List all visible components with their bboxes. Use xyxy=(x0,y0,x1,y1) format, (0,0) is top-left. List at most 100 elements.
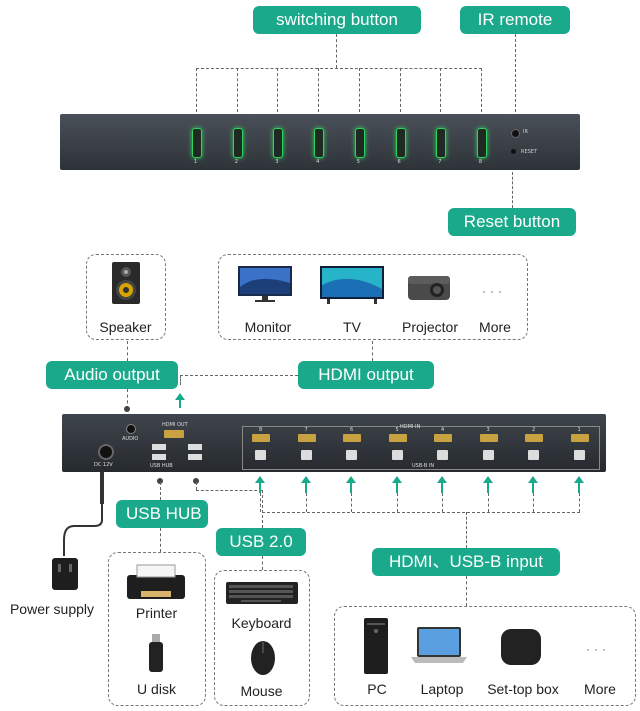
input-arrow-connector xyxy=(351,493,352,512)
reset-hole xyxy=(511,149,516,154)
input-arrow-connector xyxy=(442,493,443,512)
set-top-box-icon xyxy=(501,629,541,665)
more-dots-icon: ··· xyxy=(481,281,505,301)
printer-icon xyxy=(127,564,185,599)
switching-connector-bar xyxy=(196,68,482,69)
switch-button-connector xyxy=(236,68,238,112)
usb-hub-label: USB HUB xyxy=(116,500,208,528)
input-arrow-stem xyxy=(532,483,534,493)
source-devices-box: PC Laptop Set-top box ··· More xyxy=(334,606,636,706)
switch-button-number: 4 xyxy=(316,159,320,165)
switch-button-1[interactable] xyxy=(192,128,202,158)
input-arrow xyxy=(573,476,584,483)
reset-button-label: Reset button xyxy=(448,208,576,236)
speaker-connector xyxy=(127,341,128,361)
u-disk-label: U disk xyxy=(137,681,176,697)
switch-button-5[interactable] xyxy=(354,128,365,158)
switch-button-connector xyxy=(277,68,279,112)
hdmi-out-text: HDMI OUT xyxy=(162,422,188,428)
switch-button-4[interactable] xyxy=(314,128,325,158)
switch-button-number: 8 xyxy=(478,159,483,165)
hdmi-in-port-5 xyxy=(388,434,407,442)
reset-text: RESET xyxy=(521,149,538,155)
display-box: ··· Monitor TV Projector More xyxy=(218,254,528,340)
audio-out-dot xyxy=(124,406,130,412)
input-arrow-connector xyxy=(396,493,398,512)
switching-connector xyxy=(336,34,337,68)
kvm-back-panel: DC 12V AUDIO HDMI OUT USB HUB HDMI IN US… xyxy=(62,414,606,472)
keyboard-label: Keyboard xyxy=(231,615,292,631)
usb-hub-device-box: Printer U disk xyxy=(108,552,206,706)
input-arrows-bar xyxy=(262,512,580,513)
reset-connector xyxy=(512,172,513,208)
switch-button-connector xyxy=(196,68,197,112)
laptop-icon xyxy=(411,627,467,663)
mouse-label: Mouse xyxy=(240,683,283,699)
u-disk-icon xyxy=(149,634,163,672)
usb-b-in-text: USB-B IN xyxy=(412,463,435,469)
switch-button-number: 1 xyxy=(194,159,198,165)
hdmi-in-port-4 xyxy=(434,434,452,442)
input-arrow xyxy=(437,476,447,483)
switch-button-3[interactable] xyxy=(273,128,284,158)
usb20-dot xyxy=(193,478,199,484)
usb-b-in-port-7 xyxy=(300,450,312,460)
back-port-number: 1 xyxy=(577,427,581,433)
hdmi-out-arrow xyxy=(175,393,185,400)
input-arrow-stem xyxy=(259,483,261,493)
switching-button-label: switching button xyxy=(253,6,421,34)
usb-hub-connector xyxy=(160,482,161,500)
more-sources-dots-icon: ··· xyxy=(585,639,609,659)
usb-hub-text: USB HUB xyxy=(150,463,173,469)
usb20-connector xyxy=(196,482,197,490)
audio-output-label: Audio output xyxy=(46,361,178,389)
dc-jack xyxy=(98,444,114,460)
usb-b-in-port-5 xyxy=(391,450,403,460)
hdmi-in-port-3 xyxy=(479,434,498,442)
switch-button-7[interactable] xyxy=(436,128,447,158)
projector-label: Projector xyxy=(401,319,459,335)
power-cable xyxy=(100,472,104,504)
hdmi-output-label: HDMI output xyxy=(298,361,434,389)
hdmi-out-connector-v xyxy=(180,375,181,385)
hdmi-in-port-8 xyxy=(252,434,270,442)
switch-button-2[interactable] xyxy=(232,128,243,158)
input-connector-v2 xyxy=(466,576,467,606)
display-connector xyxy=(372,341,373,361)
audio-jack xyxy=(126,424,136,434)
usb20-device-box: Keyboard Mouse xyxy=(214,570,310,706)
switch-button-8[interactable] xyxy=(476,128,487,158)
switch-button-number: 3 xyxy=(275,159,279,165)
set-top-box-label: Set-top box xyxy=(487,681,559,697)
back-port-number: 6 xyxy=(350,427,354,433)
tv-label: TV xyxy=(343,319,361,335)
tv-icon xyxy=(320,266,384,304)
power-adapter-icon xyxy=(52,558,78,590)
back-port-number: 2 xyxy=(532,427,536,433)
usb-b-in-port-4 xyxy=(437,450,448,460)
ir-connector xyxy=(515,34,516,112)
switch-button-number: 7 xyxy=(438,159,442,165)
ir-sensor xyxy=(511,129,520,138)
monitor-icon xyxy=(238,266,292,302)
monitor-label: Monitor xyxy=(244,319,292,335)
switch-button-connector xyxy=(358,68,360,112)
input-arrow-connector xyxy=(487,493,489,512)
input-arrow-connector xyxy=(533,493,534,512)
usb20-connector-h xyxy=(196,490,262,491)
input-connector-v xyxy=(466,512,467,548)
laptop-label: Laptop xyxy=(420,681,464,697)
pc-icon xyxy=(364,618,388,674)
usb20-connector-2 xyxy=(262,556,263,570)
input-arrow-stem xyxy=(577,483,580,493)
power-cable-line xyxy=(63,504,103,556)
usb-hub-port-2 xyxy=(152,454,166,460)
switch-button-6[interactable] xyxy=(395,128,406,158)
usb-port-4 xyxy=(188,454,202,460)
input-arrow-connector xyxy=(305,493,307,512)
usb-b-in-port-2 xyxy=(528,450,539,460)
input-arrow xyxy=(346,476,356,483)
ir-remote-label: IR remote xyxy=(460,6,570,34)
back-port-number: 7 xyxy=(304,427,308,433)
